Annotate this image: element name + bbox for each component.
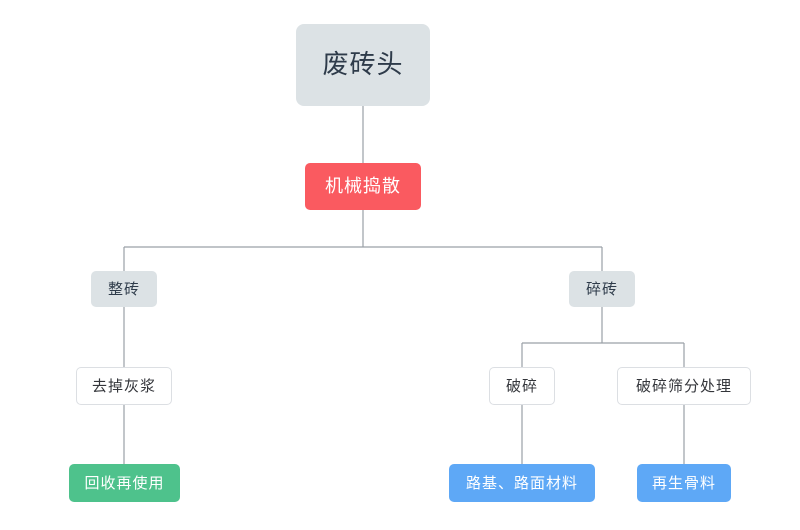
node-remove-mortar[interactable]: 去掉灰浆 [76, 367, 172, 405]
node-whole-brick[interactable]: 整砖 [91, 271, 157, 307]
node-recycle-reuse[interactable]: 回收再使用 [69, 464, 180, 502]
node-crush-screen-treatment[interactable]: 破碎筛分处理 [617, 367, 751, 405]
node-recycled-aggregate[interactable]: 再生骨料 [637, 464, 731, 502]
node-broken-brick[interactable]: 碎砖 [569, 271, 635, 307]
node-label-crushing: 破碎 [505, 376, 538, 395]
node-label-recycled-aggregate: 再生骨料 [651, 473, 716, 492]
edge-broken-brick-to-crushing [521, 307, 684, 367]
node-label-mechanical-loosening: 机械捣散 [325, 175, 401, 197]
node-mechanical-loosening[interactable]: 机械捣散 [305, 163, 421, 210]
node-subgrade-pavement-material[interactable]: 路基、路面材料 [449, 464, 595, 502]
edge-mechanical-loosening-to-whole-brick [123, 210, 602, 271]
node-label-crush-screen-treatment: 破碎筛分处理 [635, 376, 732, 395]
node-label-subgrade-pavement-material: 路基、路面材料 [465, 473, 578, 492]
node-waste-brick[interactable]: 废砖头 [296, 24, 430, 106]
node-label-broken-brick: 碎砖 [585, 279, 618, 298]
node-label-waste-brick: 废砖头 [322, 50, 404, 80]
node-label-recycle-reuse: 回收再使用 [84, 473, 165, 492]
node-label-whole-brick: 整砖 [107, 279, 140, 298]
node-crushing[interactable]: 破碎 [489, 367, 555, 405]
node-label-remove-mortar: 去掉灰浆 [91, 376, 156, 395]
